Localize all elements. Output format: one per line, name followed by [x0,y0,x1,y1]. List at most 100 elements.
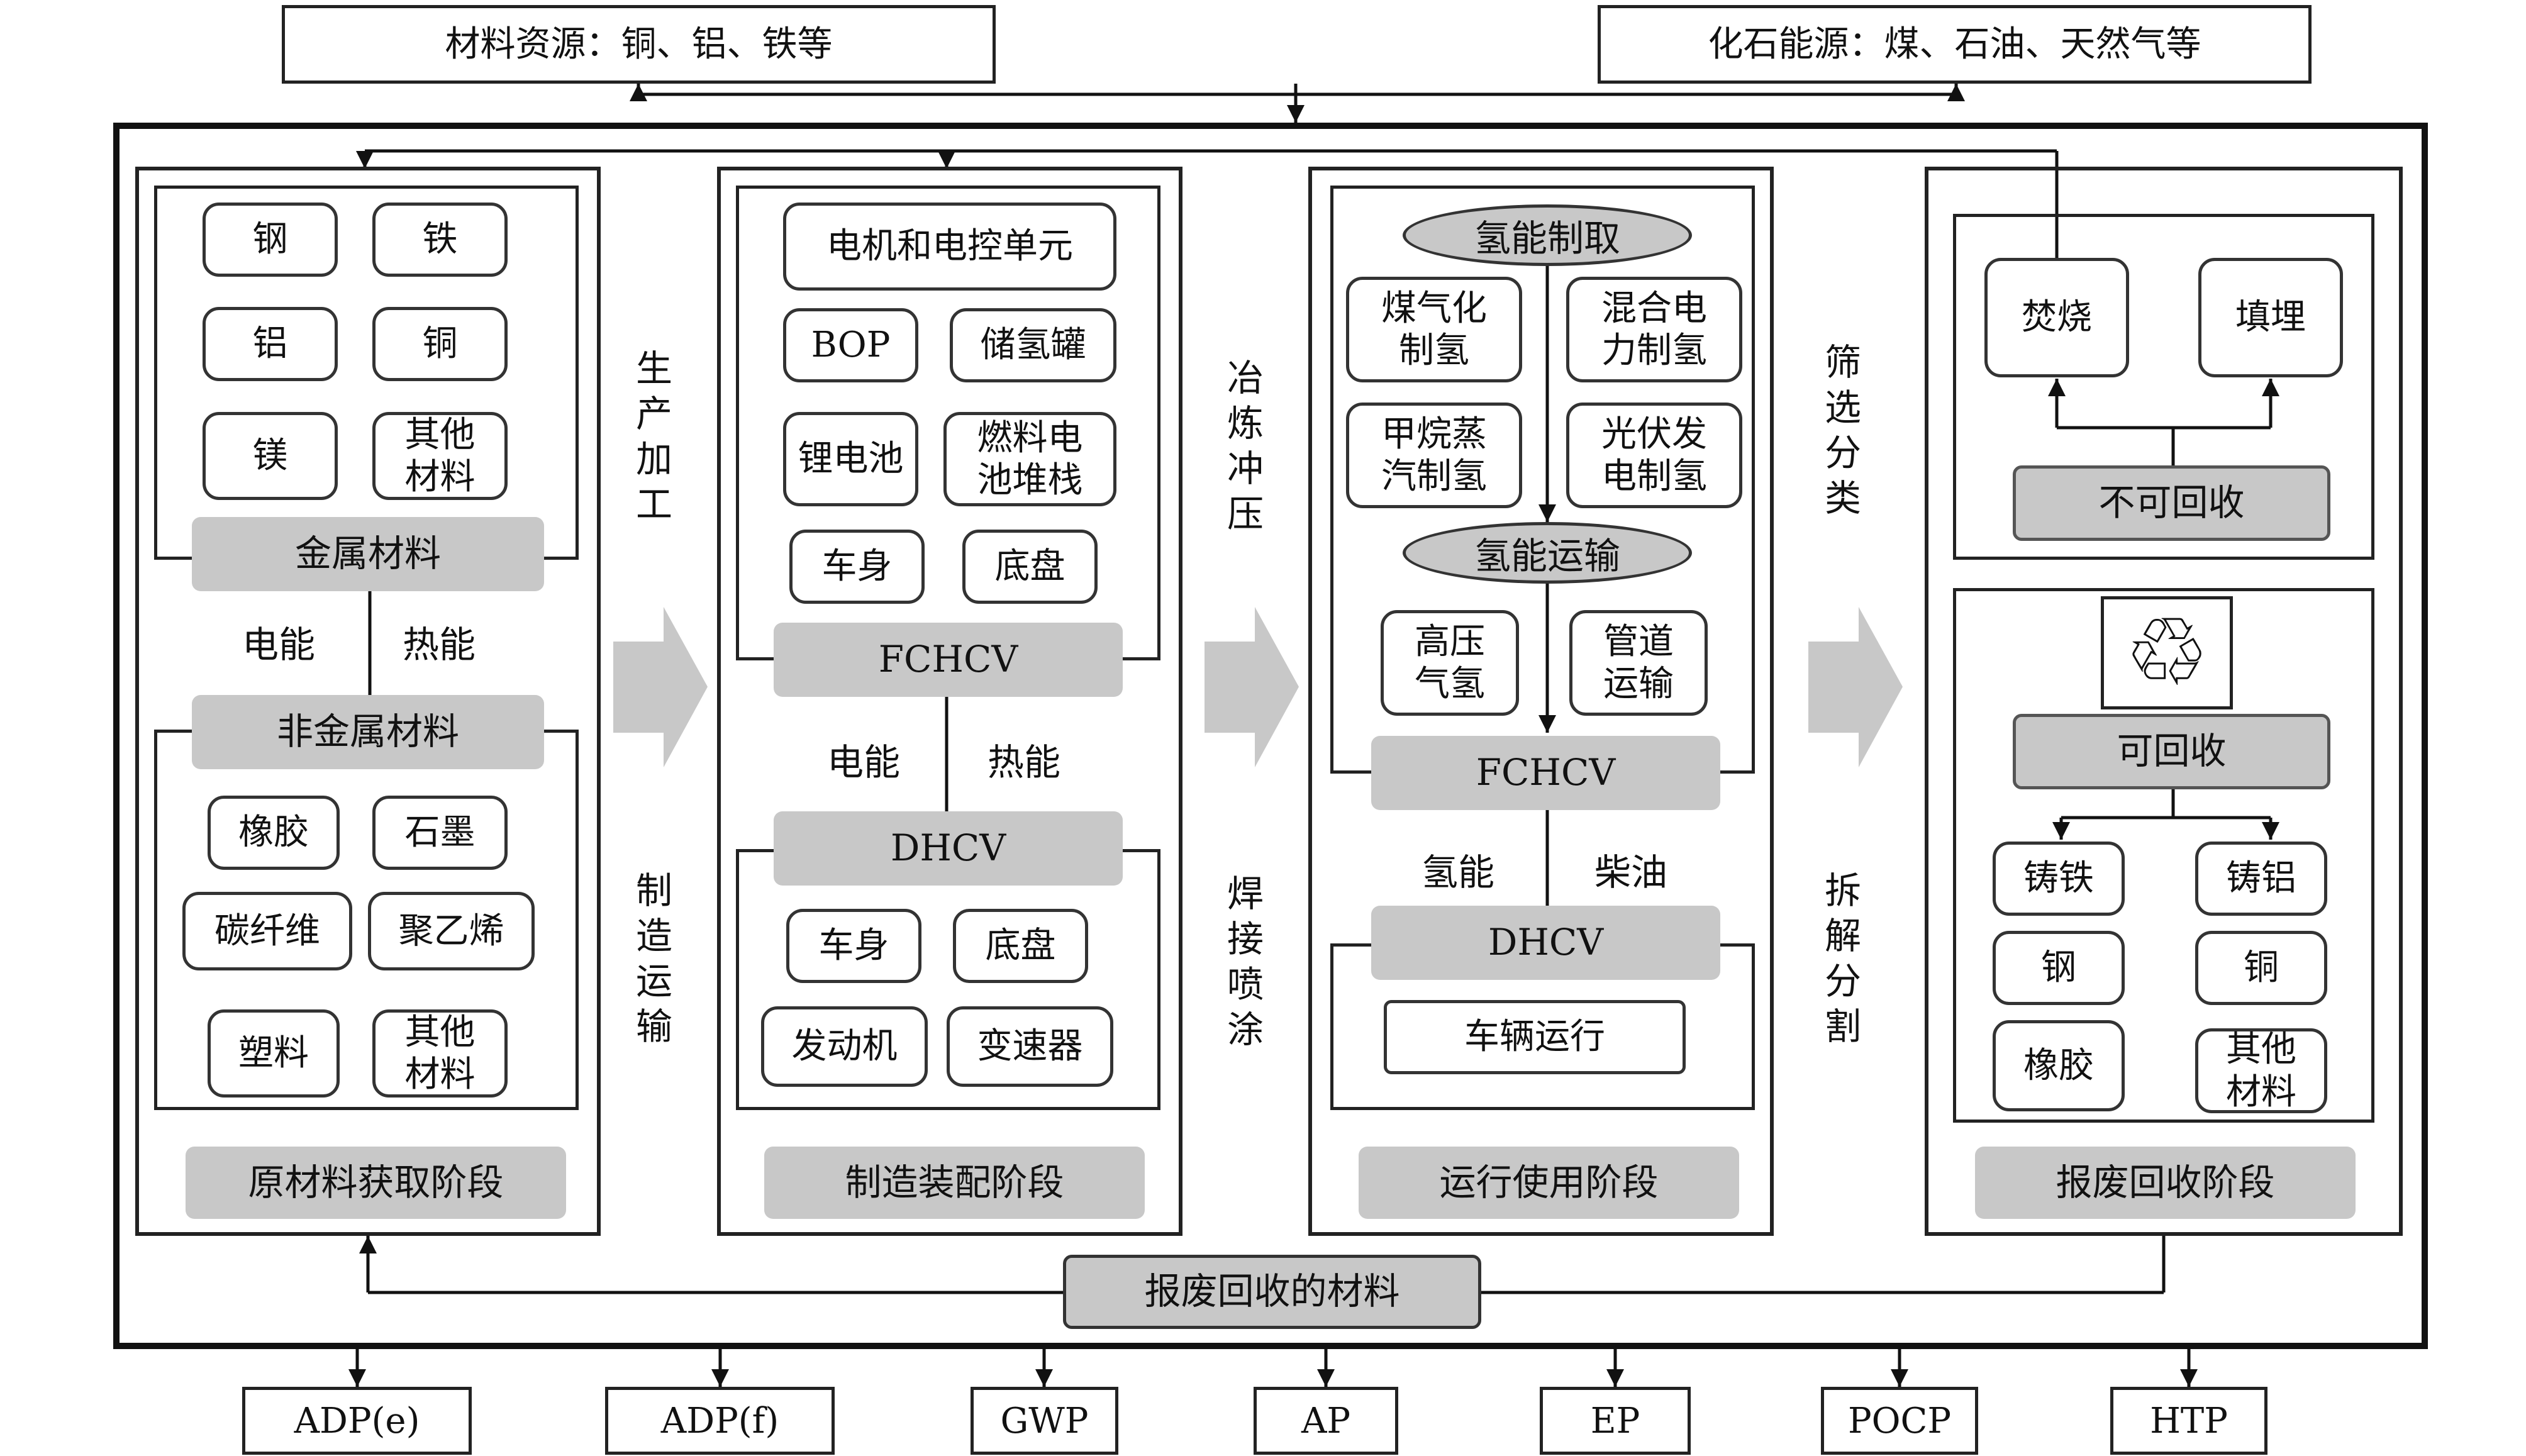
process-char: 分 [1824,431,1861,474]
process-char: 割 [1824,1005,1861,1048]
recovered-item: 其他 材料 [2195,1028,2327,1113]
stage3-fchcv: FCHCV [1371,736,1720,810]
process3-bottom: 拆解分割 [1821,868,1865,1049]
stage1-energy-electric: 电能 [242,623,316,666]
landfill-box: 填埋 [2198,258,2343,377]
component-label: 底盘 [994,546,1065,587]
impact-category: AP [1254,1387,1398,1455]
recovered-item-label: 其他 材料 [2226,1029,2296,1113]
process-char: 分 [1824,960,1861,1003]
h2-transport: 氢能运输 [1403,522,1692,584]
nonmetal-group-text: 非金属材料 [276,710,459,753]
material-resource-box: 材料资源：铜、铝、铁等 [282,5,996,84]
nonrecyclable-frame [1953,214,2374,560]
component-label: 锂电池 [798,438,904,480]
scrap-materials: 报废回收的材料 [1063,1255,1481,1329]
process-char: 接 [1227,918,1264,960]
dhcv-component-label: 发动机 [791,1026,898,1067]
recycle-symbol: ♲ [2124,598,2210,708]
impact-category-label: POCP [1847,1400,1952,1442]
nonmetal-item-label: 碳纤维 [214,910,320,952]
fossil-energy-box: 化石能源：煤、石油、天然气等 [1598,5,2312,84]
recovered-item: 橡胶 [1993,1020,2125,1111]
process1-top: 生产加工 [632,346,676,527]
recovered-item-label: 铸铝 [2226,858,2296,899]
process-arrow-3 [1808,607,1903,767]
process-char: 涂 [1227,1008,1264,1051]
recovered-item-label: 橡胶 [2023,1045,2094,1086]
transport-method-label: 高压 气氢 [1415,621,1485,704]
dhcv-component-label: 变速器 [977,1026,1083,1067]
metal-item-label: 其他 材料 [404,414,476,497]
dhcv-component-label: 车身 [818,925,889,967]
vehicle-operation: 车辆运行 [1384,1000,1686,1074]
dhcv-component-label: 底盘 [985,925,1056,967]
impact-category: ADP(f) [605,1387,835,1455]
nonmetal-item: 聚乙烯 [368,892,535,970]
impact-category-label: EP [1590,1400,1640,1442]
process-char: 炼 [1227,402,1264,445]
impact-category-label: HTP [2150,1400,2228,1442]
h2-method: 煤气化 制氢 [1346,277,1522,382]
nonrecyclable-text: 不可回收 [2098,481,2245,525]
stage3-panel [1308,167,1774,1236]
component-label: 车身 [821,546,893,587]
process-char: 筛 [1824,341,1861,384]
impact-category-label: AP [1301,1400,1351,1442]
process-char: 加 [635,438,672,481]
impact-category: ADP(e) [242,1387,472,1455]
process-char: 选 [1824,386,1861,429]
process-char: 焊 [1227,872,1264,915]
fossil-energy-label: 化石能源：煤、石油、天然气等 [1708,23,2201,65]
nonmetal-item: 橡胶 [208,796,340,870]
recovered-item-label: 铜 [2244,947,2279,989]
process-char: 产 [635,392,672,435]
process-char: 工 [635,483,672,526]
process-char: 运 [635,960,672,1003]
recovered-item-label: 铸铁 [2023,858,2094,899]
nonmetal-item-label: 石墨 [404,812,476,853]
metal-group-label: 金属材料 [192,517,544,591]
component-item: 燃料电 池堆栈 [943,412,1116,506]
material-resource-label: 材料资源：铜、铝、铁等 [445,23,833,65]
incinerate-label: 焚烧 [2022,297,2092,338]
h2-method: 甲烷蒸 汽制氢 [1346,403,1522,508]
h2-method-label: 光伏发 电制氢 [1601,413,1707,497]
recovered-item-label: 钢 [2041,947,2076,989]
metal-item: 其他 材料 [372,412,508,500]
component-item: 底盘 [962,530,1098,604]
recovered-item: 铜 [2195,931,2327,1005]
process-char: 喷 [1227,963,1264,1006]
stage2-fchcv: FCHCV [774,623,1123,697]
process-char: 生 [635,347,672,390]
stage3-fuel-h2: 氢能 [1422,851,1495,894]
metal-item: 钢 [203,203,338,277]
process3-top: 筛选分类 [1821,340,1865,521]
process2-bottom: 焊接喷涂 [1223,871,1267,1052]
recovered-item: 铸铝 [2195,842,2327,916]
transport-method: 管道 运输 [1569,610,1708,716]
h2-production: 氢能制取 [1403,204,1692,266]
recycle-icon: ♲ [2101,596,2233,709]
impact-category: GWP [971,1387,1118,1455]
recyclable-frame [1953,588,2374,1123]
component-item: 储氢罐 [950,308,1116,382]
stage2-energy-electric: 电能 [827,741,901,784]
stage1-title-text: 原材料获取阶段 [248,1160,504,1204]
dhcv-component: 车身 [786,909,921,983]
recovered-item: 钢 [1993,931,2125,1005]
nonmetal-item: 其他 材料 [372,1009,508,1098]
stage2-dhcv: DHCV [774,811,1123,886]
transport-method: 高压 气氢 [1381,610,1519,716]
metal-group-text: 金属材料 [294,532,441,575]
nonmetal-item-label: 其他 材料 [404,1011,476,1095]
transport-method-label: 管道 运输 [1603,621,1674,704]
process1-bottom: 制造运输 [632,868,676,1049]
stage2-energy-heat: 热能 [988,741,1061,784]
component-item: 锂电池 [783,412,918,506]
nonrecyclable-label: 不可回收 [2013,465,2330,541]
process-char: 拆 [1824,869,1861,912]
scrap-materials-text: 报废回收的材料 [1144,1270,1400,1313]
